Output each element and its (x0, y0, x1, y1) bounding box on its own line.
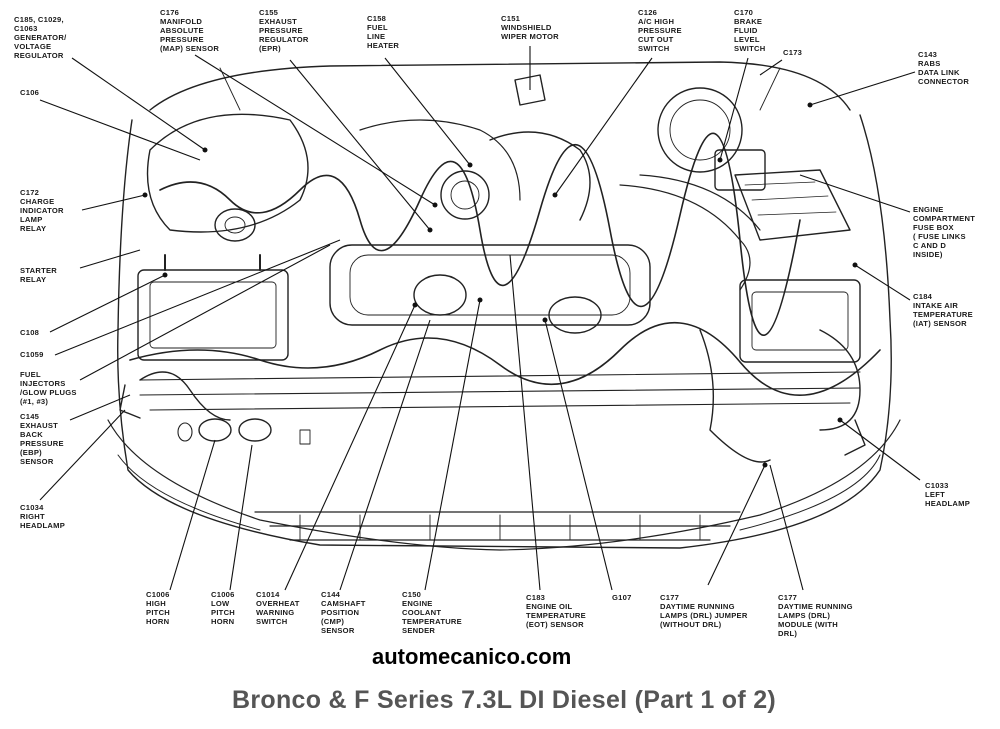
label-c172-charge-relay: C172 CHARGE INDICATOR LAMP RELAY (20, 188, 64, 233)
label-starter-relay: STARTER RELAY (20, 266, 58, 284)
label-c108: C108 (20, 328, 40, 337)
label-c1006-low-horn: C1006 LOW PITCH HORN (211, 590, 236, 626)
label-c144-cmp: C144 CAMSHAFT POSITION (CMP) SENSOR (321, 590, 366, 635)
label-c150-coolant: C150 ENGINE COOLANT TEMPERATURE SENDER (402, 590, 462, 635)
label-fuel-injectors: FUEL INJECTORS /GLOW PLUGS (#1, #3) (20, 370, 77, 406)
label-c143-rabs: C143 RABS DATA LINK CONNECTOR (918, 50, 970, 86)
label-c145-ebp: C145 EXHAUST BACK PRESSURE (EBP) SENSOR (20, 412, 64, 466)
label-c185-generator-regulator: C185, C1029, C1063 GENERATOR/ VOLTAGE RE… (14, 15, 67, 60)
label-c1014-overheat: C1014 OVERHEAT WARNING SWITCH (256, 590, 300, 626)
label-c151-wiper-motor: C151 WINDSHIELD WIPER MOTOR (501, 14, 559, 41)
label-c173: C173 (783, 48, 803, 57)
label-c1059: C1059 (20, 350, 44, 359)
label-c158-fuel-line-heater: C158 FUEL LINE HEATER (367, 14, 400, 50)
watermark-text: automecanico.com (372, 644, 572, 669)
label-c126-ac-switch: C126 A/C HIGH PRESSURE CUT OUT SWITCH (638, 8, 682, 53)
label-c177-drl-jumper: C177 DAYTIME RUNNING LAMPS (DRL) JUMPER … (660, 593, 748, 629)
label-c183-eot: C183 ENGINE OIL TEMPERATURE (EOT) SENSOR (526, 593, 586, 629)
label-c1033-left-headlamp: C1033 LEFT HEADLAMP (925, 481, 971, 508)
label-g107: G107 (612, 593, 632, 602)
label-c177-drl-module: C177 DAYTIME RUNNING LAMPS (DRL) MODULE … (778, 593, 853, 638)
label-c184-iat: C184 INTAKE AIR TEMPERATURE (IAT) SENSOR (913, 292, 973, 328)
hood-line (149, 61, 851, 111)
label-engine-fuse-box: ENGINE COMPARTMENT FUSE BOX ( FUSE LINKS… (913, 205, 976, 259)
label-c155-epr: C155 EXHAUST PRESSURE REGULATOR (EPR) (259, 8, 309, 53)
label-c1034-right-headlamp: C1034 RIGHT HEADLAMP (20, 503, 66, 530)
label-c1006-high-horn: C1006 HIGH PITCH HORN (146, 590, 171, 626)
label-c176-map-sensor: C176 MANIFOLD ABSOLUTE PRESSURE (MAP) SE… (160, 8, 220, 53)
label-c170-brake-fluid: C170 BRAKE FLUID LEVEL SWITCH (734, 8, 766, 53)
diagram-title: Bronco & F Series 7.3L DI Diesel (Part 1… (232, 686, 777, 714)
label-c106: C106 (20, 88, 40, 97)
